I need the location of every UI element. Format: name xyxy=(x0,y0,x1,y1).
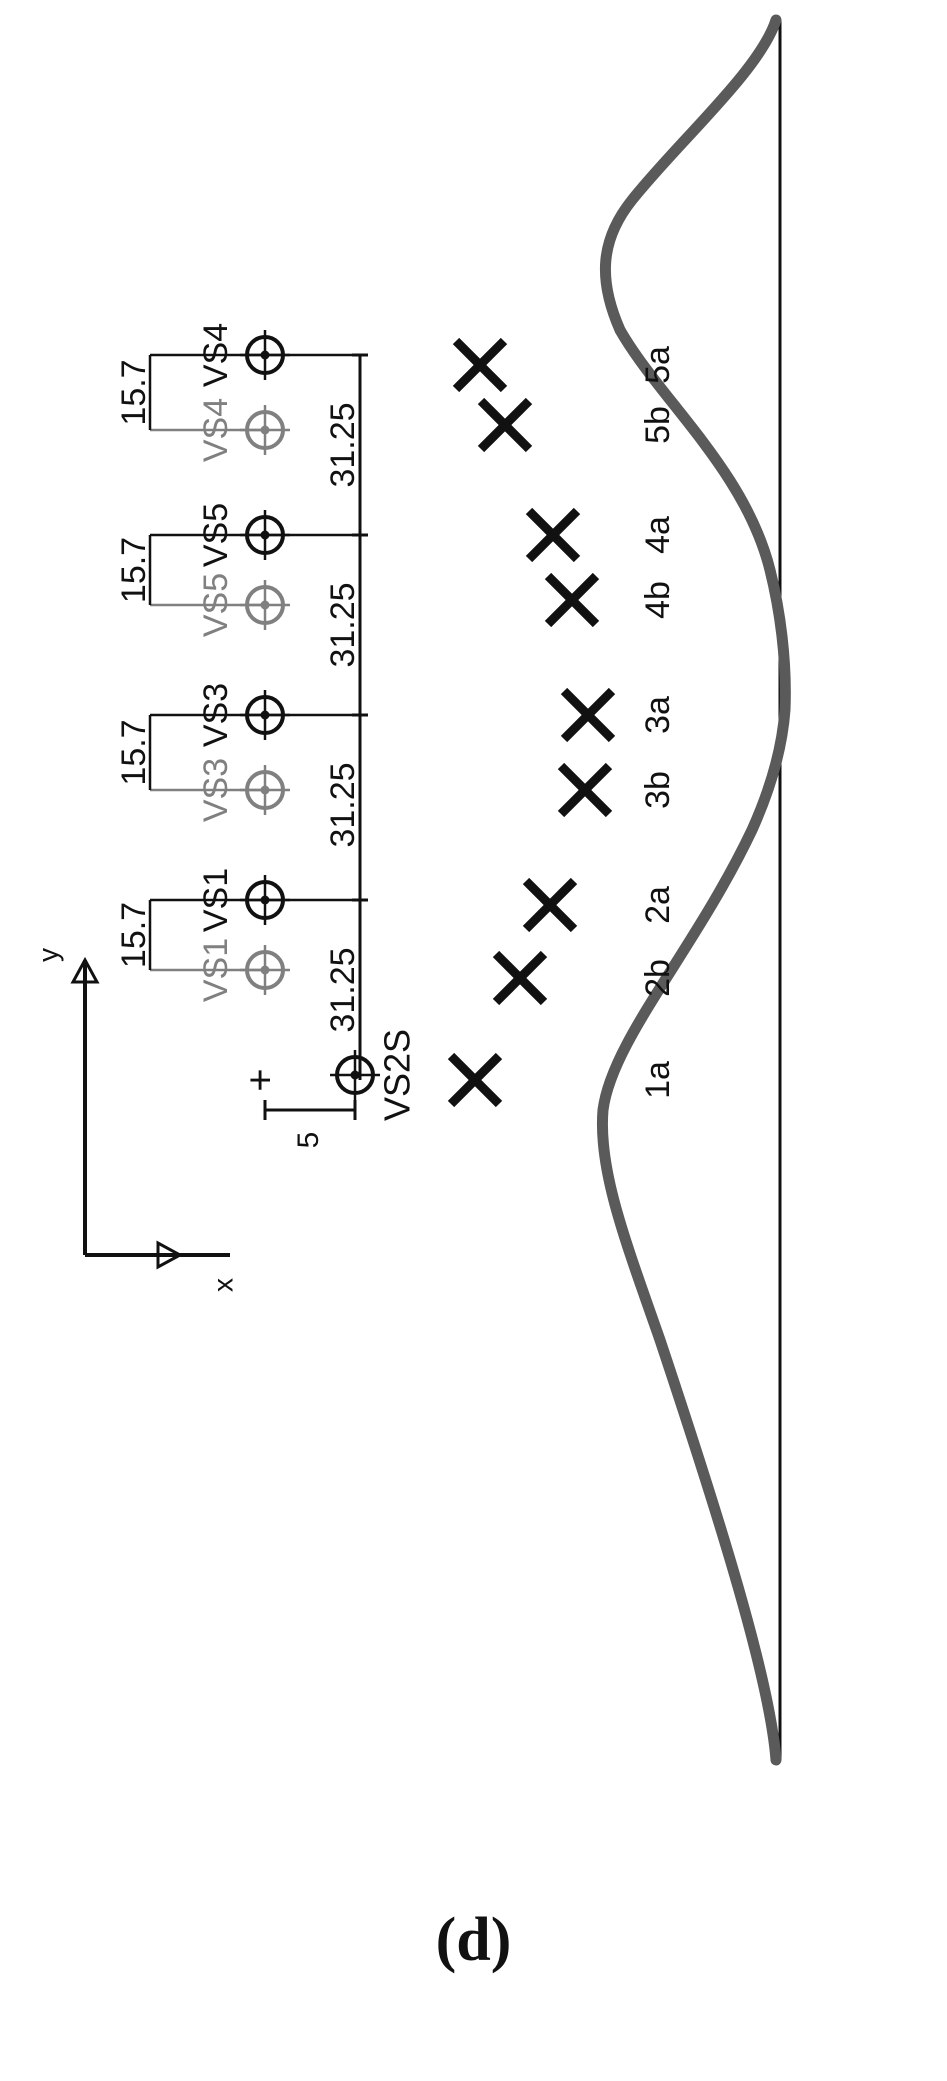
sensor-spacing-label: 31.25 xyxy=(324,947,362,1032)
sensor-offset-label: 15.7 xyxy=(115,359,153,425)
point-1a-label: 1a xyxy=(639,1061,677,1099)
point-3a-label: 3a xyxy=(639,696,677,734)
point-5a-x-cross-icon xyxy=(452,337,508,393)
x-axis-label: x xyxy=(207,1278,238,1292)
cross-stroke-b xyxy=(525,507,581,563)
point-1a-x-cross-icon xyxy=(447,1052,503,1108)
sensor-spacing-label: 31.25 xyxy=(324,762,362,847)
point-3a-x-cross-icon xyxy=(560,687,616,743)
sensor-VS4-final-label: VS4 xyxy=(197,323,235,387)
cross-stroke-b xyxy=(560,687,616,743)
cross-stroke-b xyxy=(492,950,548,1006)
gaussian-profile-curve xyxy=(596,14,791,1766)
point-4a-label: 4a xyxy=(639,516,677,554)
cross-stroke-b xyxy=(477,397,533,453)
point-3b-x-cross-icon xyxy=(557,762,613,818)
sensor-VS3-final-label: VS3 xyxy=(197,683,235,747)
point-5b-x-cross-icon xyxy=(477,397,533,453)
sensor-VS1-final-label: VS1 xyxy=(197,868,235,932)
sensor-offset-label: 15.7 xyxy=(115,719,153,785)
reference-sensor-target-icon xyxy=(330,1050,380,1100)
sensor-VS4-initial-label: VS4 xyxy=(197,398,235,462)
rotated-diagram: xy5+VS2SVS1VS115.731.25VS3VS315.731.25VS… xyxy=(32,14,791,1766)
point-4b-label: 4b xyxy=(639,581,677,619)
sensor-spacing-label: 31.25 xyxy=(324,402,362,487)
sensor-offset-label: 15.7 xyxy=(115,902,153,968)
cross-stroke-b xyxy=(522,877,578,933)
point-2a-label: 2a xyxy=(639,886,677,924)
sensor-spacing-label: 31.25 xyxy=(324,582,362,667)
point-4b-x-cross-icon xyxy=(544,572,600,628)
figure-caption: (d) xyxy=(435,1906,512,1974)
reference-sensor-label: VS2S xyxy=(377,1029,418,1121)
cross-stroke-b xyxy=(447,1052,503,1108)
origin-marker: + xyxy=(239,1068,283,1091)
point-2a-x-cross-icon xyxy=(522,877,578,933)
cross-stroke-b xyxy=(544,572,600,628)
point-3b-label: 3b xyxy=(639,771,677,809)
sensor-VS5-initial-label: VS5 xyxy=(197,573,235,637)
sensor-VS3-initial-label: VS3 xyxy=(197,758,235,822)
coordinate-axes xyxy=(70,956,184,1270)
point-5b-label: 5b xyxy=(639,406,677,444)
scale-bar-label: 5 xyxy=(292,1132,325,1149)
y-axis-label: y xyxy=(32,948,63,962)
sensor-offset-label: 15.7 xyxy=(115,537,153,603)
point-2b-label: 2b xyxy=(639,959,677,997)
sensor-VS5-final-label: VS5 xyxy=(197,503,235,567)
point-5a-label: 5a xyxy=(639,346,677,384)
cross-stroke-b xyxy=(452,337,508,393)
cross-stroke-b xyxy=(557,762,613,818)
point-2b-x-cross-icon xyxy=(492,950,548,1006)
point-4a-x-cross-icon xyxy=(525,507,581,563)
sensor-VS1-initial-label: VS1 xyxy=(197,938,235,1002)
